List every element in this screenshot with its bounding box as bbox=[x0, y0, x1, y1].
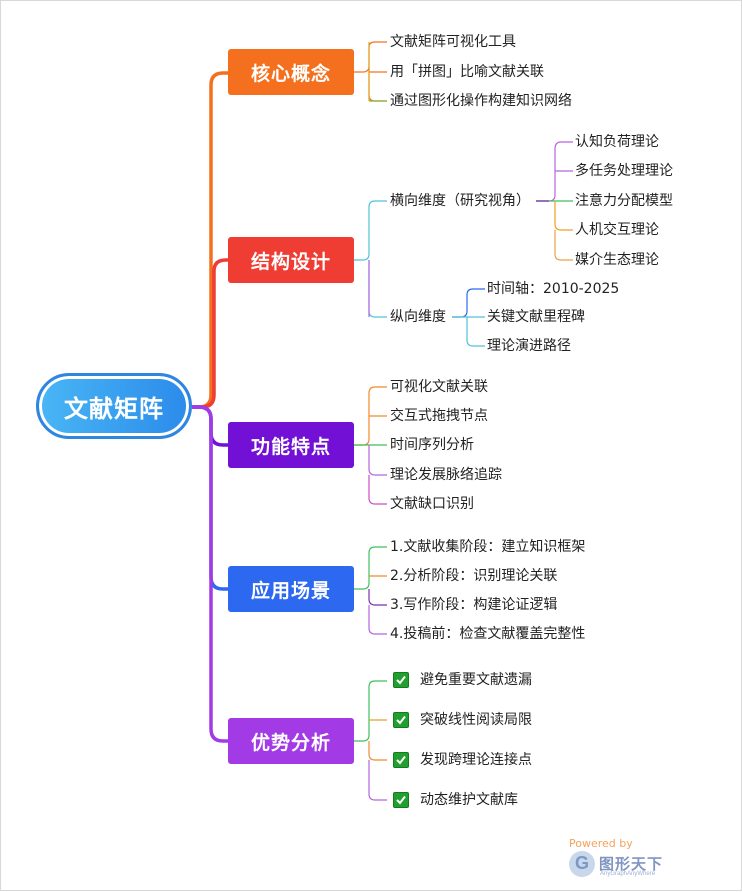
link-concept bbox=[354, 41, 387, 102]
branch-application-scenarios[interactable]: 应用场景 bbox=[228, 566, 354, 612]
check-icon bbox=[393, 672, 409, 688]
leaf-node[interactable]: 发现跨理论连接点 bbox=[420, 752, 532, 768]
leaf-node[interactable]: 1.文献收集阶段：建立知识框架 bbox=[390, 539, 586, 555]
leaf-node[interactable]: 人机交互理论 bbox=[575, 222, 659, 238]
watermark-powered-text: Powered by bbox=[569, 837, 633, 850]
branch-label: 优势分析 bbox=[250, 732, 331, 754]
leaf-node[interactable]: 通过图形化操作构建知识网络 bbox=[390, 93, 572, 109]
leaf-node[interactable]: 时间序列分析 bbox=[390, 437, 474, 453]
leaf-node[interactable]: 动态维护文献库 bbox=[420, 792, 518, 808]
check-icon bbox=[393, 752, 409, 768]
branch-advantages[interactable]: 优势分析 bbox=[228, 718, 354, 764]
branch-core-concept[interactable]: 核心概念 bbox=[228, 49, 354, 95]
watermark: Powered by G 图形天下 AnyGraphAnyWhere bbox=[567, 837, 687, 881]
leaf-node[interactable]: 3.写作阶段：构建论证逻辑 bbox=[390, 597, 558, 613]
link-vertical bbox=[452, 288, 485, 318]
link-root-advantages bbox=[192, 405, 228, 743]
branch-label: 功能特点 bbox=[250, 436, 331, 458]
link-root-structure bbox=[196, 258, 228, 409]
sub-node-vertical[interactable]: 纵向维度 bbox=[390, 309, 446, 325]
leaf-node[interactable]: 文献缺口识别 bbox=[390, 496, 474, 512]
sub-node-horizontal[interactable]: 横向维度（研究视角） bbox=[390, 193, 530, 209]
branch-label: 核心概念 bbox=[250, 63, 331, 85]
leaf-node[interactable]: 理论发展脉络追踪 bbox=[390, 467, 502, 483]
link-root-concept bbox=[192, 71, 228, 409]
leaf-node[interactable]: 多任务处理理论 bbox=[575, 163, 673, 179]
root-label: 文献矩阵 bbox=[64, 395, 164, 423]
leaf-node[interactable]: 用「拼图」比喻文献关联 bbox=[390, 64, 544, 80]
leaf-node[interactable]: 突破线性阅读局限 bbox=[420, 712, 532, 728]
check-icon bbox=[393, 792, 409, 808]
branch-features[interactable]: 功能特点 bbox=[228, 422, 354, 468]
link-structure bbox=[354, 200, 387, 318]
leaf-node[interactable]: 文献矩阵可视化工具 bbox=[390, 34, 516, 50]
watermark-subtext: AnyGraphAnyWhere bbox=[600, 871, 656, 877]
leaf-node[interactable]: 交互式拖拽节点 bbox=[390, 408, 488, 424]
branch-structure-design[interactable]: 结构设计 bbox=[228, 237, 354, 283]
logo-letter: G bbox=[575, 853, 590, 873]
leaf-node[interactable]: 关键文献里程碑 bbox=[487, 309, 585, 325]
leaf-node[interactable]: 可视化文献关联 bbox=[390, 379, 488, 395]
leaf-node[interactable]: 媒介生态理论 bbox=[575, 252, 659, 268]
leaf-node[interactable]: 避免重要文献遗漏 bbox=[420, 672, 532, 688]
leaf-node[interactable]: 理论演进路径 bbox=[487, 338, 571, 354]
watermark-name: 图形天下 bbox=[599, 856, 664, 873]
branch-label: 应用场景 bbox=[250, 580, 331, 602]
leaf-node[interactable]: 2.分析阶段：识别理论关联 bbox=[390, 568, 558, 584]
leaf-node[interactable]: 时间轴：2010-2025 bbox=[487, 281, 620, 297]
leaf-node[interactable]: 认知负荷理论 bbox=[575, 134, 659, 150]
check-icon bbox=[393, 712, 409, 728]
leaf-node[interactable]: 注意力分配模型 bbox=[575, 193, 673, 209]
branch-label: 结构设计 bbox=[250, 251, 331, 273]
link-advantages bbox=[354, 680, 387, 742]
leaf-node[interactable]: 4.投稿前：检查文献覆盖完整性 bbox=[390, 626, 586, 642]
logo-icon: G bbox=[569, 851, 595, 877]
link-scenarios bbox=[354, 546, 387, 590]
root-node[interactable]: 文献矩阵 bbox=[36, 373, 192, 439]
